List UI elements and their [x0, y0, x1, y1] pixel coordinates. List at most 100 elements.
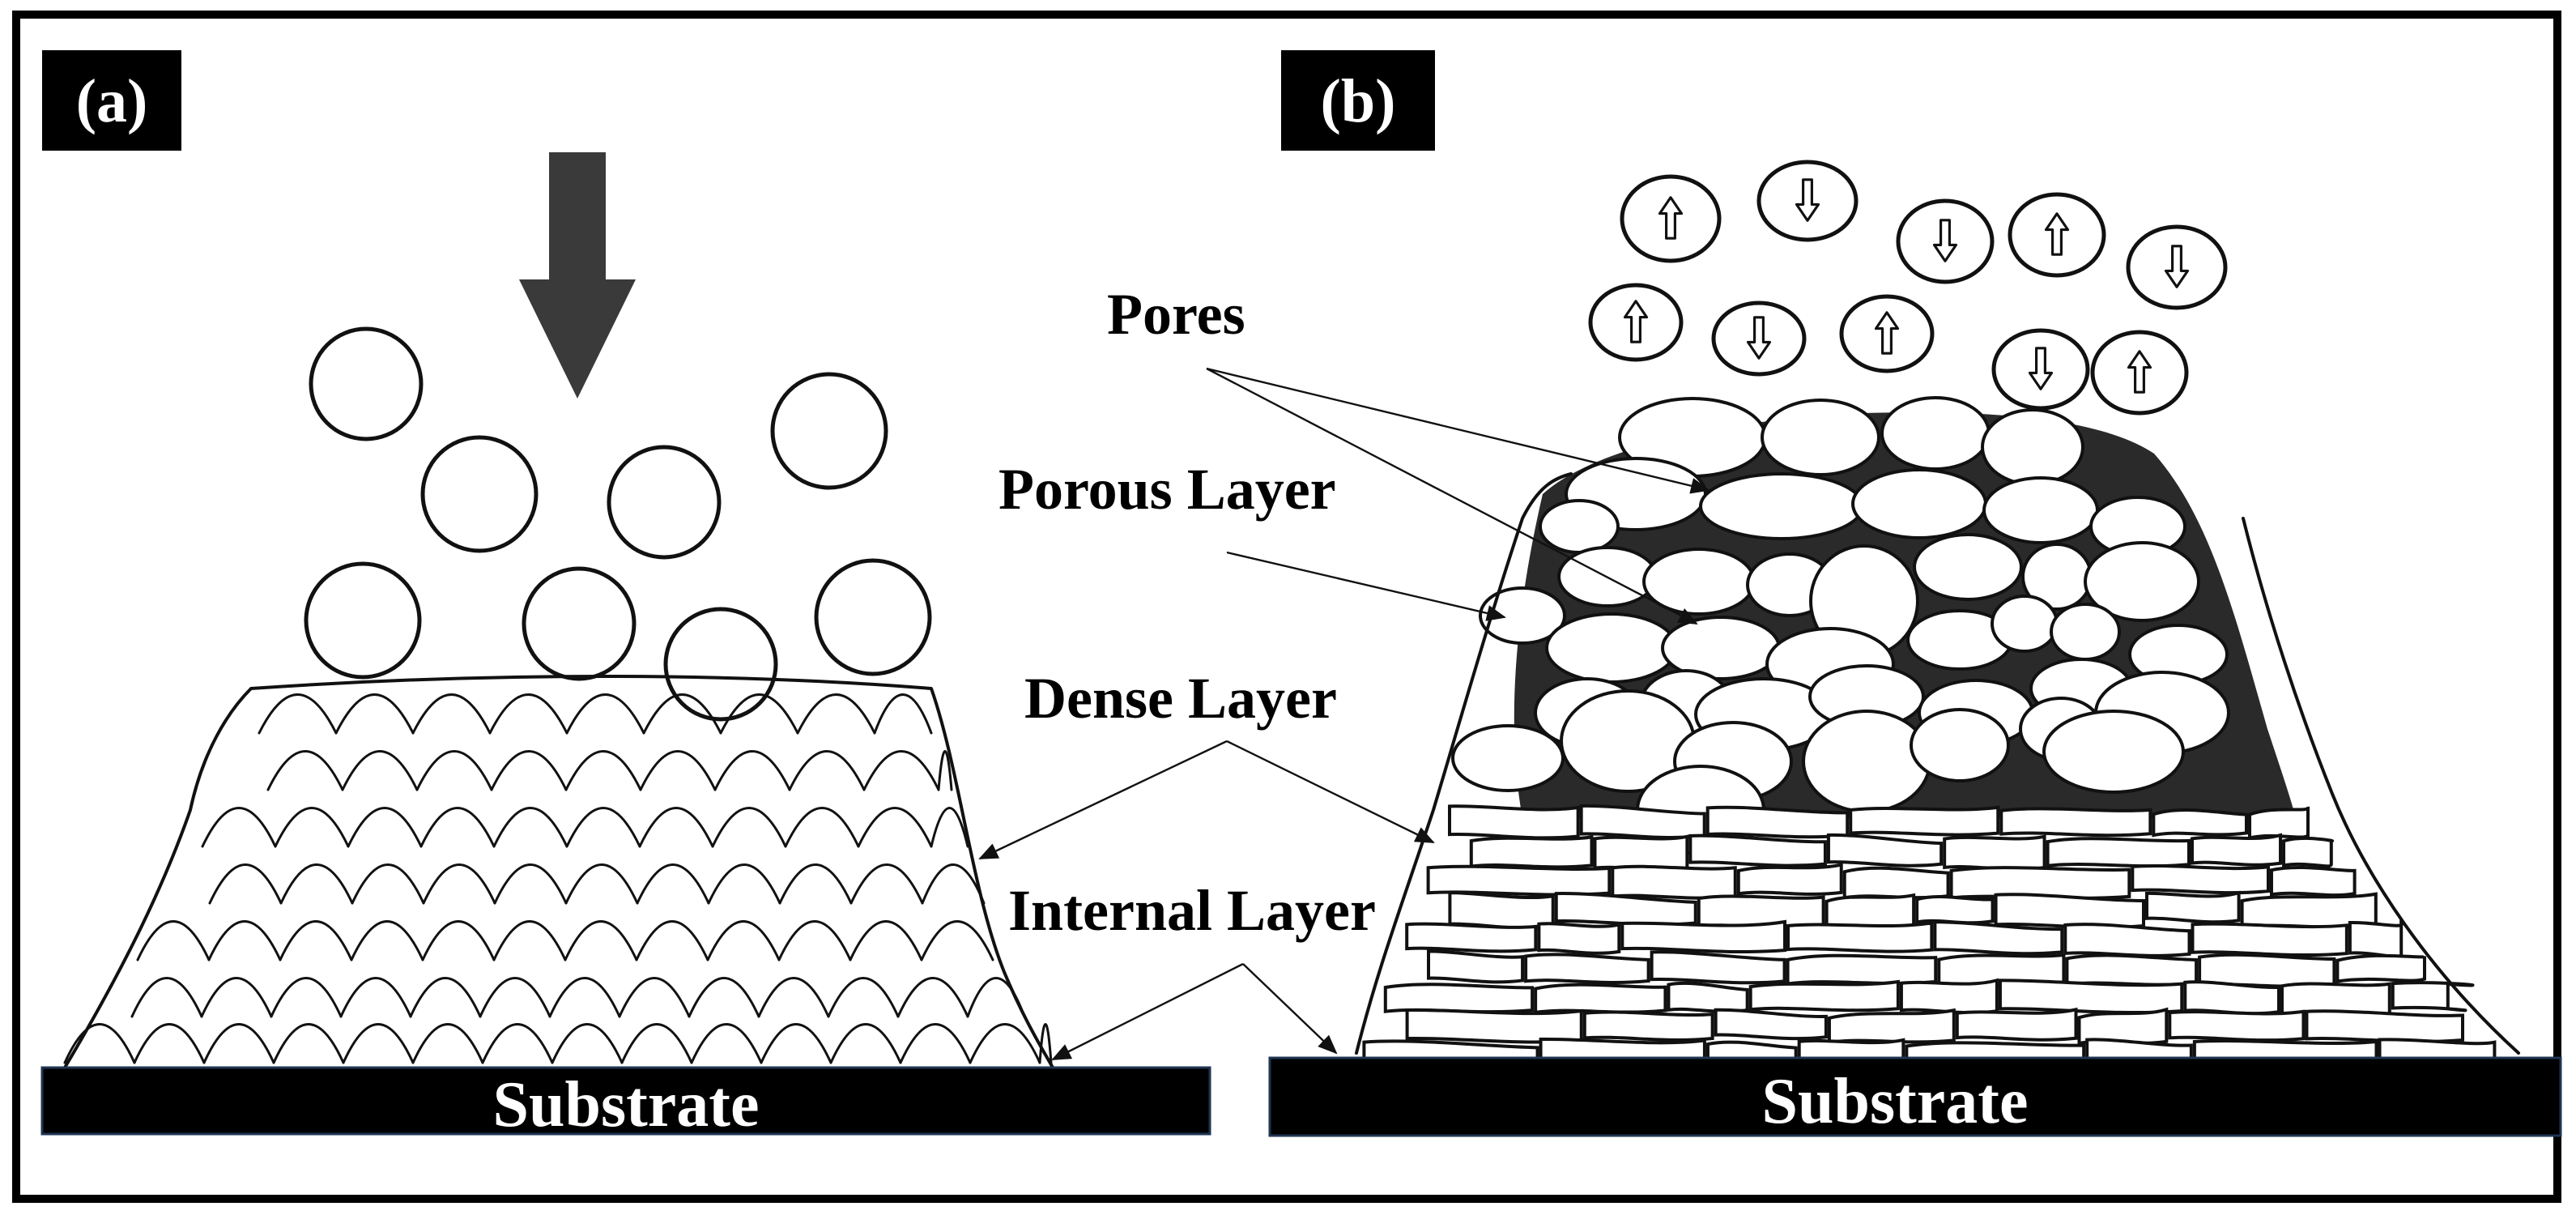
lamella [1448, 804, 1580, 840]
splat-arc [829, 1023, 902, 1064]
splat-arc [63, 1023, 136, 1064]
splat [1479, 586, 1566, 645]
lamella [1620, 919, 1787, 954]
lamella [1383, 983, 1535, 1014]
down-arrow-icon [519, 152, 636, 399]
splat-arc [274, 807, 350, 848]
particle [770, 372, 888, 490]
splat-arc [638, 807, 714, 848]
in-flight-particles [1588, 160, 2228, 416]
splat-arc [272, 1023, 345, 1064]
particle [814, 558, 932, 676]
splat-arc [969, 1023, 1041, 1064]
particle [1711, 301, 1807, 377]
splat-arc [690, 1023, 763, 1064]
splat-arc [862, 750, 940, 791]
particle [2008, 192, 2106, 278]
splat-arc [492, 920, 567, 961]
splat-arc [827, 977, 900, 1018]
dense-deposit [63, 675, 1054, 1069]
dense-layer-pointer [1226, 740, 1435, 844]
splat-arc [565, 693, 645, 735]
splat-arc [688, 977, 760, 1018]
lamella [1849, 805, 2000, 837]
lamella [1824, 893, 1916, 930]
splat-arc [351, 863, 425, 905]
splat-arc [493, 863, 568, 905]
particle [1839, 294, 1935, 373]
particle [1896, 198, 1995, 284]
lamella [1842, 866, 1950, 900]
lamella [1826, 833, 1944, 868]
splat-arc [618, 977, 691, 1018]
deposit-right-edge [2242, 517, 2520, 1055]
splat [1761, 399, 1880, 476]
internal-layer-label: Internal Layer [1008, 878, 1376, 943]
splat-arc [479, 977, 551, 1018]
splat-arc [921, 863, 986, 905]
lamella [1426, 864, 1612, 897]
internal-layer-pointer [1242, 963, 1338, 1055]
particle [1620, 174, 1722, 263]
lamella [1534, 983, 1667, 1015]
callouts: Pores Porous Layer Dense Layer Internal … [978, 282, 1710, 1061]
splat-arc [719, 693, 799, 735]
particle [304, 561, 422, 680]
lamellar-splats [1362, 804, 2497, 1076]
splat-arc [564, 863, 639, 905]
internal-layer-pointer [1051, 962, 1244, 1061]
splat-arc [202, 1023, 275, 1064]
lamella [2391, 981, 2475, 1013]
lamella [1915, 895, 1995, 925]
splat [1910, 708, 2010, 782]
splat [1545, 612, 1678, 684]
lamella [2191, 833, 2283, 867]
lamella [2046, 837, 2191, 868]
substrate-b-label: Substrate [1762, 1066, 2029, 1137]
panel-b: (b) Substrate [1268, 50, 2562, 1137]
splat [1991, 595, 2059, 653]
lamella [2065, 953, 2199, 987]
splat-arc [279, 920, 353, 961]
splat-arc [760, 1023, 832, 1064]
lamella [1593, 834, 1689, 872]
splat [1451, 724, 1565, 792]
lamella [2282, 836, 2335, 868]
splat-arc [706, 920, 781, 961]
splat-arc [966, 977, 1026, 1018]
lamella [1955, 1007, 2078, 1042]
porous-splats [1451, 396, 2230, 855]
splat-arc [784, 807, 860, 848]
splat-arc [930, 807, 969, 848]
splat-arc [849, 920, 923, 961]
lamella [1994, 893, 2145, 929]
lamella [1697, 894, 1825, 929]
splat-arc [258, 693, 338, 735]
deposit-left-edge [1355, 472, 1573, 1055]
lamella [1405, 922, 1538, 953]
lamella [1949, 866, 2131, 900]
splat-arc [411, 1023, 484, 1064]
lamella [1405, 1008, 1583, 1044]
splat-arc [639, 750, 717, 791]
splat [1982, 476, 2099, 544]
lamella [2131, 863, 2270, 895]
splat-arc [421, 920, 496, 961]
splat-arc [778, 863, 853, 905]
splat-arc [136, 920, 211, 961]
porous-layer-label: Porous Layer [998, 457, 1336, 522]
lamella [1714, 1008, 1828, 1041]
splat-arc [339, 977, 412, 1018]
splat-arc [266, 750, 344, 791]
splat-arc [757, 977, 830, 1018]
incoming-particles [304, 326, 932, 722]
particle [2090, 330, 2189, 416]
pores-pointer [1206, 367, 1698, 625]
splat-arc [920, 920, 994, 961]
substrate-b [1268, 1056, 2562, 1137]
splat-arc [492, 807, 568, 848]
panel-b-label-box [1281, 50, 1435, 151]
splat-arc [201, 807, 277, 848]
splat-arc [642, 693, 722, 735]
lamella [2348, 918, 2404, 958]
